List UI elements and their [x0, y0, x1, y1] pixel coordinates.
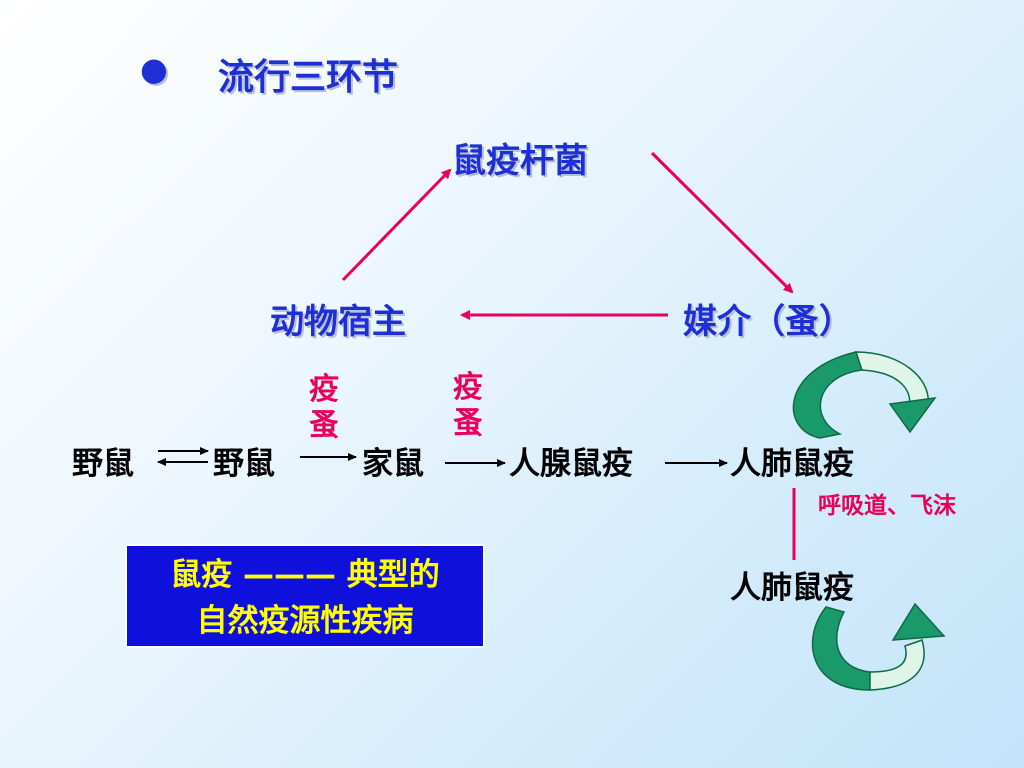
arrow-host-to-pathogen: [341, 168, 452, 282]
chain-node-wild-rat: 野鼠: [213, 446, 275, 482]
callout-box: 鼠疫 ——— 典型的 自然疫源性疾病: [125, 544, 485, 648]
callout-line-2: 自然疫源性疾病: [196, 603, 414, 639]
chain-node-pneumonic-plague-secondary: 人肺鼠疫: [730, 570, 854, 606]
chain-node-bubonic-plague: 人腺鼠疫: [509, 446, 633, 482]
transmission-label: 呼吸道、飞沫: [818, 490, 958, 522]
bullet-icon: ●: [140, 50, 168, 88]
slide-title: 流行三环节: [218, 57, 399, 98]
callout-line-1: 鼠疫 ——— 典型的: [170, 557, 440, 593]
arrow-pathogen-to-vector: [650, 151, 794, 294]
vector-node: 媒介（蚤）: [683, 302, 853, 342]
cycle-arrow-icon: [792, 351, 937, 439]
chain-node-wild-rat: 野鼠: [72, 446, 134, 482]
transmission-label-text: 呼吸道、飞沫: [818, 493, 956, 519]
chain-node-pneumonic-plague: 人肺鼠疫: [730, 446, 854, 482]
pathogen-node: 鼠疫杆菌: [452, 141, 588, 181]
flea-label: 疫蚤: [453, 370, 483, 441]
flea-label: 疫蚤: [309, 372, 339, 443]
cycle-arrow-icon: [811, 602, 946, 691]
chain-node-house-rat: 家鼠: [362, 446, 424, 482]
host-node: 动物宿主: [270, 302, 406, 342]
